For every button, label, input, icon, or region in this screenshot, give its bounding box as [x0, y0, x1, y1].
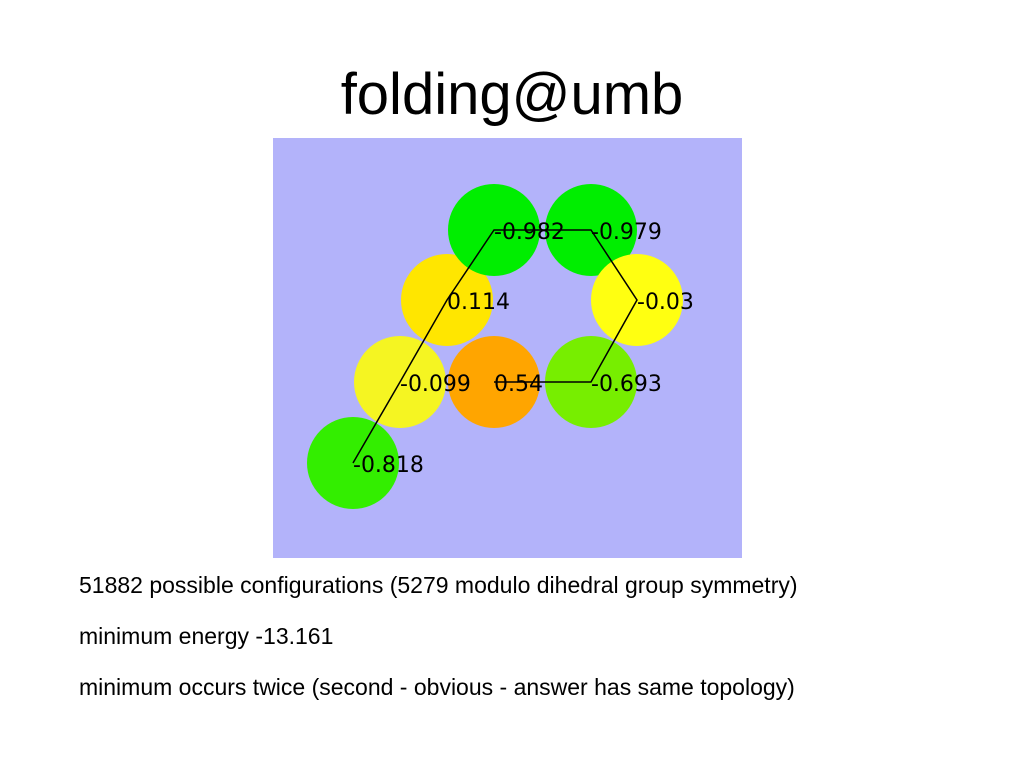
residue-label: -0.099: [400, 372, 471, 397]
residue-label: 0.54: [494, 372, 543, 397]
residue-circles: [307, 184, 683, 509]
protein-folding-diagram: -0.818 -0.099 0.114 -0.982 -0.979 -0.03 -0.693…: [273, 138, 742, 558]
residue-label: -0.982: [494, 220, 565, 245]
backbone-chain: [352, 229, 638, 464]
folding-lattice-svg: -0.818 -0.099 0.114 -0.982 -0.979 -0.03 -0.693…: [273, 138, 742, 558]
residue-label: -0.818: [353, 453, 424, 478]
slide-notes: 51882 possible configurations (5279 modu…: [79, 572, 1009, 725]
residue-labels: -0.818 -0.099 0.114 -0.982 -0.979 -0.03 -0.693…: [353, 220, 694, 478]
slide-title: folding@umb: [340, 62, 684, 127]
residue-label: 0.114: [447, 290, 510, 315]
note-configurations: 51882 possible configurations (5279 modu…: [79, 572, 798, 598]
residue-label: -0.693: [591, 372, 662, 397]
note-minimum-energy: minimum energy -13.161: [79, 623, 334, 649]
residue-label: -0.979: [591, 220, 662, 245]
residue-label: -0.03: [637, 290, 694, 315]
note-minimum-occurrence: minimum occurs twice (second - obvious -…: [79, 674, 795, 700]
